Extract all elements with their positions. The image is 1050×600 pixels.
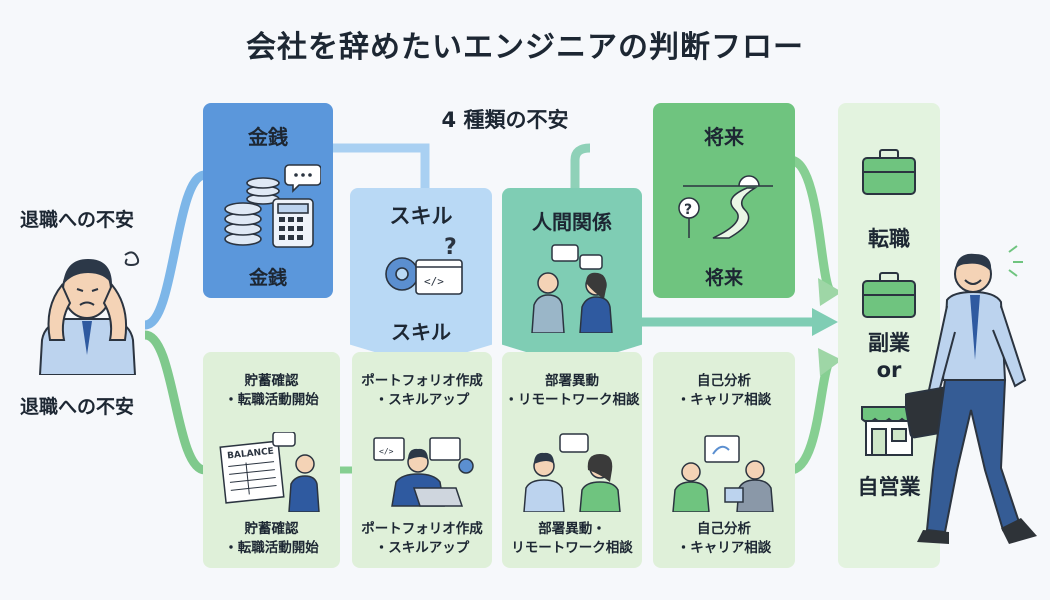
subtitle: 4 種類の不安 [441, 108, 569, 132]
flow-line-to-actions [143, 330, 207, 475]
flow-line-future-result [788, 155, 834, 294]
flow-line-to-money [143, 170, 207, 330]
concern-card-relationships[interactable]: 人間関係 [502, 188, 642, 366]
action-text-relationships-top: 部署異動・リモートワーク相談 [504, 373, 640, 408]
action-text-money-bottom: 貯蓄確認・転職活動開始 [224, 521, 319, 556]
action-text-money-top: 貯蓄確認・転職活動開始 [224, 373, 319, 408]
storefront-icon [861, 406, 917, 456]
coins-calculator-icon [224, 164, 321, 248]
concern-sub-future: 将来 [704, 267, 743, 289]
briefcase-icon [862, 272, 916, 318]
walking-person-icon [905, 245, 1037, 544]
laptop-coding-icon: </> [373, 437, 474, 507]
page-title: 会社を辞めたいエンジニアの判断フロー [246, 30, 804, 65]
balance-sheet-text: BALANCE [227, 447, 275, 462]
result-or: or [876, 358, 902, 382]
people-talking-icon [531, 244, 613, 333]
svg-text:?: ? [444, 236, 457, 260]
concern-title-relationships: 人間関係 [532, 210, 612, 234]
concern-sub-money: 金銭 [248, 267, 287, 289]
flow-line-money-skill [330, 143, 430, 190]
action-text-relationships-bottom: 部署異動・リモートワーク相談 [511, 521, 633, 556]
action-text-skill-bottom: ポートフォリオ作成・スキルアップ [361, 521, 483, 556]
concern-card-skill[interactable]: スキル </> ? スキル [350, 188, 492, 366]
anxiety-label-top: 退職への不安 [20, 209, 135, 231]
results-panel: 転職 副業 or 自営業 [838, 103, 940, 568]
svg-text:?: ? [684, 202, 692, 218]
balance-sheet-icon: BALANCE [219, 432, 320, 512]
action-text-skill-top: ポートフォリオ作成・スキルアップ [361, 373, 483, 408]
concern-title-money: 金銭 [248, 125, 288, 149]
svg-text:</>: </> [379, 447, 394, 456]
result-self-employed: 自営業 [857, 475, 921, 499]
result-job-change: 転職 [868, 227, 910, 251]
concern-title-future: 将来 [704, 125, 744, 149]
action-text-future-top: 自己分析・キャリア相談 [676, 373, 772, 408]
concern-title-skill: スキル [389, 204, 453, 228]
colleagues-chat-icon [523, 433, 621, 512]
action-card-future[interactable]: 自己分析・キャリア相談 自己分析・キャリア相談 [653, 352, 795, 568]
worried-person-icon [38, 251, 140, 375]
action-text-future-bottom: 自己分析・キャリア相談 [676, 521, 772, 556]
action-card-skill[interactable]: ポートフォリオ作成・スキルアップ </> ポートフォリオ作成・スキルアップ [352, 352, 492, 568]
anxiety-label-bottom: 退職への不安 [20, 396, 135, 418]
svg-text:</>: </> [424, 275, 444, 288]
concern-card-money[interactable]: 金銭 金銭 [203, 103, 333, 298]
action-card-relationships[interactable]: 部署異動・リモートワーク相談 部署異動・リモートワーク相談 [502, 352, 642, 568]
result-side-job: 副業 [868, 331, 910, 355]
career-consult-icon [672, 435, 774, 512]
concern-sub-skill: スキル [391, 320, 451, 344]
concern-card-future[interactable]: 将来 ? 将来 [653, 103, 795, 298]
briefcase-icon [862, 149, 916, 195]
winding-road-icon: ? [678, 175, 773, 239]
gear-code-icon: </> ? [385, 236, 463, 295]
action-card-money[interactable]: 貯蓄確認・転職活動開始 BALANCE 貯蓄確認・転職活動開始 [203, 352, 340, 568]
